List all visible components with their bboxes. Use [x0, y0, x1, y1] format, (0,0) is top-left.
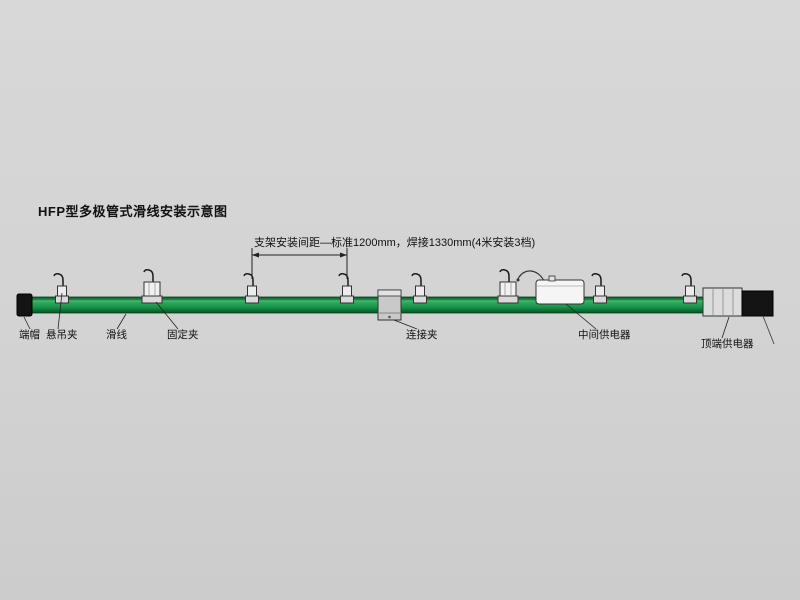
middle-feeder-icon [516, 270, 585, 305]
dimension-note: 支架安装间距—标准1200mm，焊接1330mm(4米安装3档) [254, 237, 536, 249]
end-cap-icon [16, 293, 33, 317]
label-slide-wire: 滑线 [106, 329, 127, 341]
label-connection-clamp: 连接夹 [406, 329, 438, 341]
diagram-title: HFP型多极管式滑线安装示意图 [38, 204, 228, 219]
bracket-hanger-icon [243, 273, 260, 304]
label-end-cap: 端帽 [19, 329, 40, 341]
bracket-hanger-icon [591, 273, 608, 304]
connection-clamp-icon [377, 289, 402, 321]
fixed-clamp-icon [497, 269, 519, 304]
bracket-hanger-icon [681, 273, 698, 304]
fixed-clamp-icon [141, 269, 163, 304]
bracket-hanger-icon [411, 273, 428, 304]
label-middle-feeder: 中间供电器 [578, 329, 631, 341]
dimension-lines [251, 248, 348, 279]
bracket-hanger-icon [338, 273, 355, 304]
label-suspension-clamp: 悬吊夹 [46, 329, 78, 341]
label-end-feeder: 顶端供电器 [701, 338, 754, 350]
leader-lines [23, 292, 730, 339]
label-fixed-clamp: 固定夹 [167, 329, 199, 341]
end-feeder-icon [702, 287, 775, 345]
